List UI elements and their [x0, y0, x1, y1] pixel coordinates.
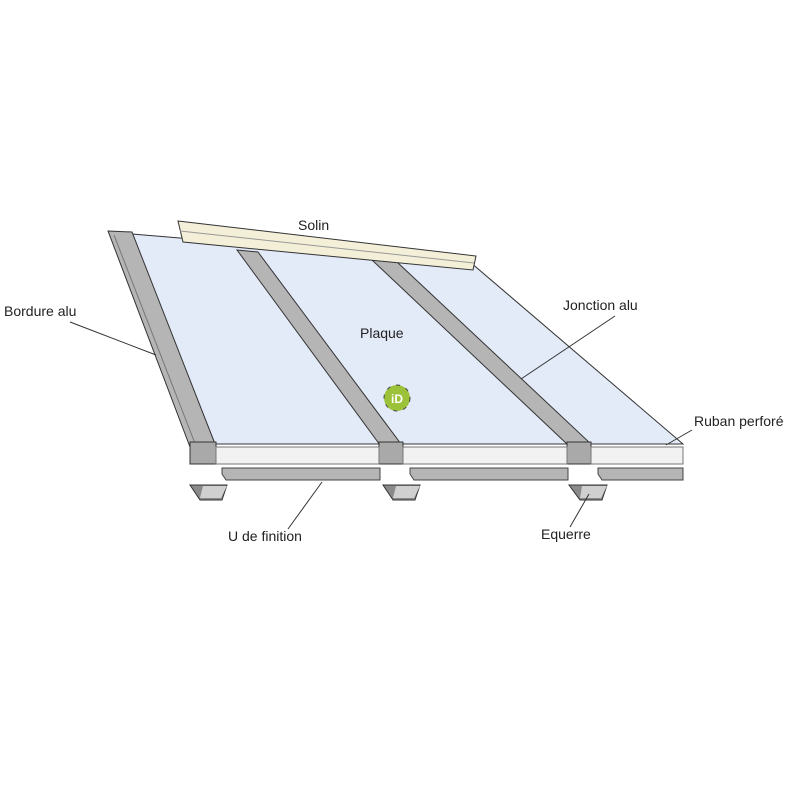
label-bordure-alu: Bordure alu — [4, 303, 76, 319]
label-ruban-perfore: Ruban perforé — [694, 413, 784, 429]
equerre-2 — [382, 484, 421, 501]
ruban-perfore-1 — [215, 446, 380, 465]
profile-end-1 — [189, 441, 217, 465]
label-solin: Solin — [298, 217, 329, 233]
solin-profile — [177, 220, 477, 271]
leader-equerre — [569, 493, 590, 528]
bordure-edge — [113, 234, 197, 447]
profile-end-3 — [566, 441, 592, 465]
equerre-3 — [568, 484, 608, 501]
label-jonction-alu: Jonction alu — [563, 297, 638, 313]
panel-plaque — [131, 233, 685, 445]
ruban-perfore-2 — [402, 446, 568, 465]
logo-watermark: iD — [383, 384, 411, 412]
u-de-finition-3 — [597, 467, 684, 481]
label-u-de-finition: U de finition — [228, 528, 302, 544]
svg-text:iD: iD — [391, 392, 403, 406]
leader-bordure — [69, 321, 157, 356]
label-equerre: Equerre — [541, 526, 591, 542]
ruban-perfore-3 — [590, 446, 684, 465]
equerre-1 — [189, 484, 228, 501]
leader-jonction — [520, 315, 616, 380]
leader-ruban — [665, 429, 693, 446]
u-de-finition-2 — [409, 467, 569, 481]
u-de-finition-1 — [221, 467, 381, 481]
label-plaque: Plaque — [360, 325, 404, 341]
solin-edge — [179, 230, 475, 264]
leader-u — [287, 481, 323, 530]
profile-end-2 — [378, 441, 404, 465]
